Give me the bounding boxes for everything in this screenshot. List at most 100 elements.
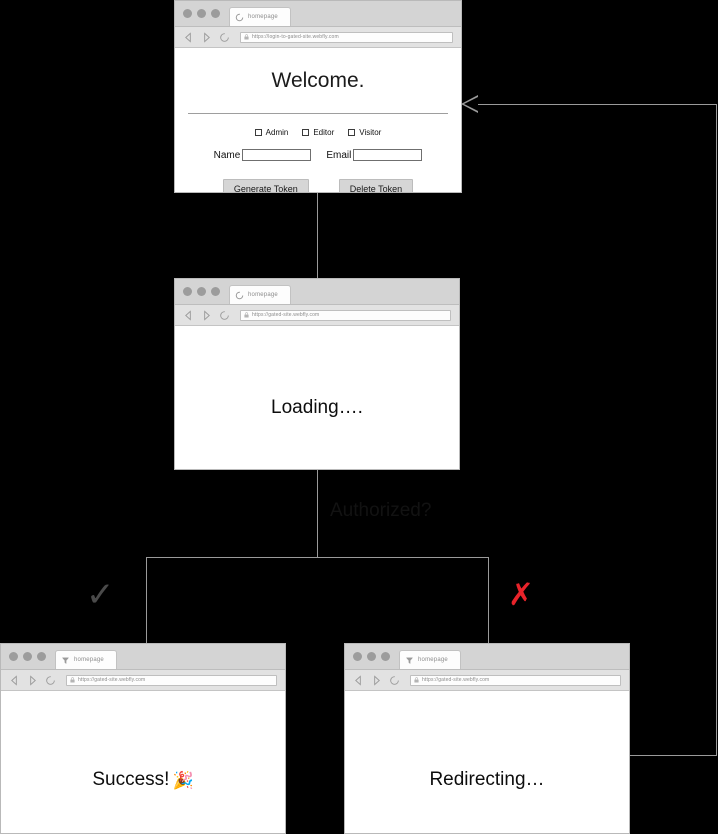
name-input[interactable] [242, 149, 312, 161]
funnel-icon [405, 657, 414, 664]
role-option-visitor[interactable]: Visitor [348, 128, 381, 137]
minimize-dot-icon[interactable] [197, 8, 206, 18]
reload-icon[interactable] [45, 675, 56, 686]
close-dot-icon[interactable] [9, 651, 18, 661]
forward-arrow-icon[interactable] [201, 309, 212, 321]
reload-icon[interactable] [219, 32, 230, 43]
window-controls-loading[interactable] [183, 279, 229, 304]
role-label-admin: Admin [265, 128, 289, 137]
close-dot-icon[interactable] [183, 286, 192, 296]
connector-loading-to-decision [317, 470, 318, 557]
checkbox-visitor[interactable] [348, 129, 356, 136]
lock-icon [244, 34, 249, 40]
tab-homepage-loading[interactable]: homepage [229, 285, 291, 304]
toolbar-success: https://gated-site.webfly.com [1, 670, 285, 691]
connector-loopback-right [716, 104, 717, 756]
url-text: https://login-to-gated-site.webfly.com [252, 34, 339, 40]
url-text: https://gated-site.webfly.com [422, 677, 490, 683]
role-option-admin[interactable]: Admin [254, 128, 289, 137]
divider [188, 113, 448, 114]
email-input[interactable] [353, 149, 423, 161]
credential-fields: Name Email [175, 149, 461, 161]
decision-label: Authorized? [330, 500, 432, 521]
lock-icon [414, 677, 419, 683]
back-arrow-icon[interactable] [183, 309, 194, 321]
connector-login-to-loading [317, 193, 318, 278]
viewport-success: Success!🎉 [1, 691, 285, 833]
window-controls-redirecting[interactable] [353, 644, 399, 669]
url-bar-login[interactable]: https://login-to-gated-site.webfly.com [240, 31, 453, 43]
checkbox-editor[interactable] [302, 129, 310, 136]
reload-icon[interactable] [389, 675, 400, 686]
loading-message: Loading…. [271, 396, 363, 418]
lock-icon [70, 677, 75, 683]
close-dot-icon[interactable] [353, 651, 362, 661]
delete-token-button[interactable]: Delete Token [338, 179, 414, 192]
maximize-dot-icon[interactable] [381, 651, 390, 661]
tab-label: homepage [74, 657, 104, 663]
redirecting-message: Redirecting… [429, 768, 545, 790]
window-controls-login[interactable] [183, 1, 229, 26]
viewport-login: Welcome. Admin Editor Visitor Name [175, 48, 461, 192]
toolbar-login: https://login-to-gated-site.webfly.com [175, 27, 461, 48]
connector-no-branch [488, 557, 489, 643]
maximize-dot-icon[interactable] [37, 651, 46, 661]
forward-arrow-icon[interactable] [371, 674, 382, 686]
minimize-dot-icon[interactable] [367, 651, 376, 661]
titlebar-login: homepage [175, 1, 461, 27]
role-option-editor[interactable]: Editor [302, 128, 334, 137]
titlebar-redirecting: homepage [345, 644, 629, 670]
browser-window-login: homepage https://login-to-gated-site.web… [174, 0, 462, 193]
window-controls-success[interactable] [9, 644, 55, 669]
field-group-name: Name [214, 149, 312, 161]
loopback-arrowhead-inner [464, 97, 478, 111]
toolbar-redirecting: https://gated-site.webfly.com [345, 670, 629, 691]
lock-icon [244, 312, 249, 318]
url-text: https://gated-site.webfly.com [78, 677, 146, 683]
cross-icon: ✗ [508, 577, 534, 613]
tab-homepage-redirecting[interactable]: homepage [399, 650, 461, 669]
tab-homepage-login[interactable]: homepage [229, 7, 291, 26]
forward-arrow-icon[interactable] [201, 31, 212, 43]
reload-icon[interactable] [219, 310, 230, 321]
browser-window-redirecting: homepage https://gated-site.webfly.com [344, 643, 630, 834]
generate-token-button[interactable]: Generate Token [222, 179, 309, 192]
check-icon: ✓ [86, 575, 115, 615]
tab-label: homepage [248, 292, 278, 298]
url-text: https://gated-site.webfly.com [252, 312, 320, 318]
minimize-dot-icon[interactable] [23, 651, 32, 661]
viewport-redirecting: Redirecting… [345, 691, 629, 833]
checkbox-admin[interactable] [254, 129, 262, 136]
close-dot-icon[interactable] [183, 8, 192, 18]
success-message: Success!🎉 [1, 769, 285, 791]
connector-yes-branch [146, 557, 147, 643]
titlebar-success: homepage [1, 644, 285, 670]
success-text: Success! [92, 768, 170, 790]
tab-homepage-success[interactable]: homepage [55, 650, 117, 669]
role-checkbox-group: Admin Editor Visitor [175, 128, 461, 137]
maximize-dot-icon[interactable] [211, 8, 220, 18]
party-popper-icon: 🎉 [172, 770, 194, 790]
browser-window-success: homepage https://gated-site.webfly.com [0, 643, 286, 834]
funnel-icon [61, 657, 70, 664]
url-bar-redirecting[interactable]: https://gated-site.webfly.com [410, 674, 621, 686]
url-bar-success[interactable]: https://gated-site.webfly.com [66, 674, 277, 686]
toolbar-loading: https://gated-site.webfly.com [175, 305, 459, 326]
field-group-email: Email [326, 149, 423, 161]
connector-loopback-bottom [630, 755, 717, 756]
url-bar-loading[interactable]: https://gated-site.webfly.com [240, 309, 451, 321]
maximize-dot-icon[interactable] [211, 286, 220, 296]
email-label: Email [326, 149, 352, 161]
back-arrow-icon[interactable] [9, 674, 20, 686]
page-title: Welcome. [271, 69, 365, 92]
back-arrow-icon[interactable] [353, 674, 364, 686]
back-arrow-icon[interactable] [183, 31, 194, 43]
forward-arrow-icon[interactable] [27, 674, 38, 686]
minimize-dot-icon[interactable] [197, 286, 206, 296]
titlebar-loading: homepage [175, 279, 459, 305]
spinner-circle-icon [235, 13, 244, 21]
tab-label: homepage [248, 14, 278, 20]
connector-decision-split [146, 557, 488, 558]
role-label-editor: Editor [313, 128, 335, 137]
